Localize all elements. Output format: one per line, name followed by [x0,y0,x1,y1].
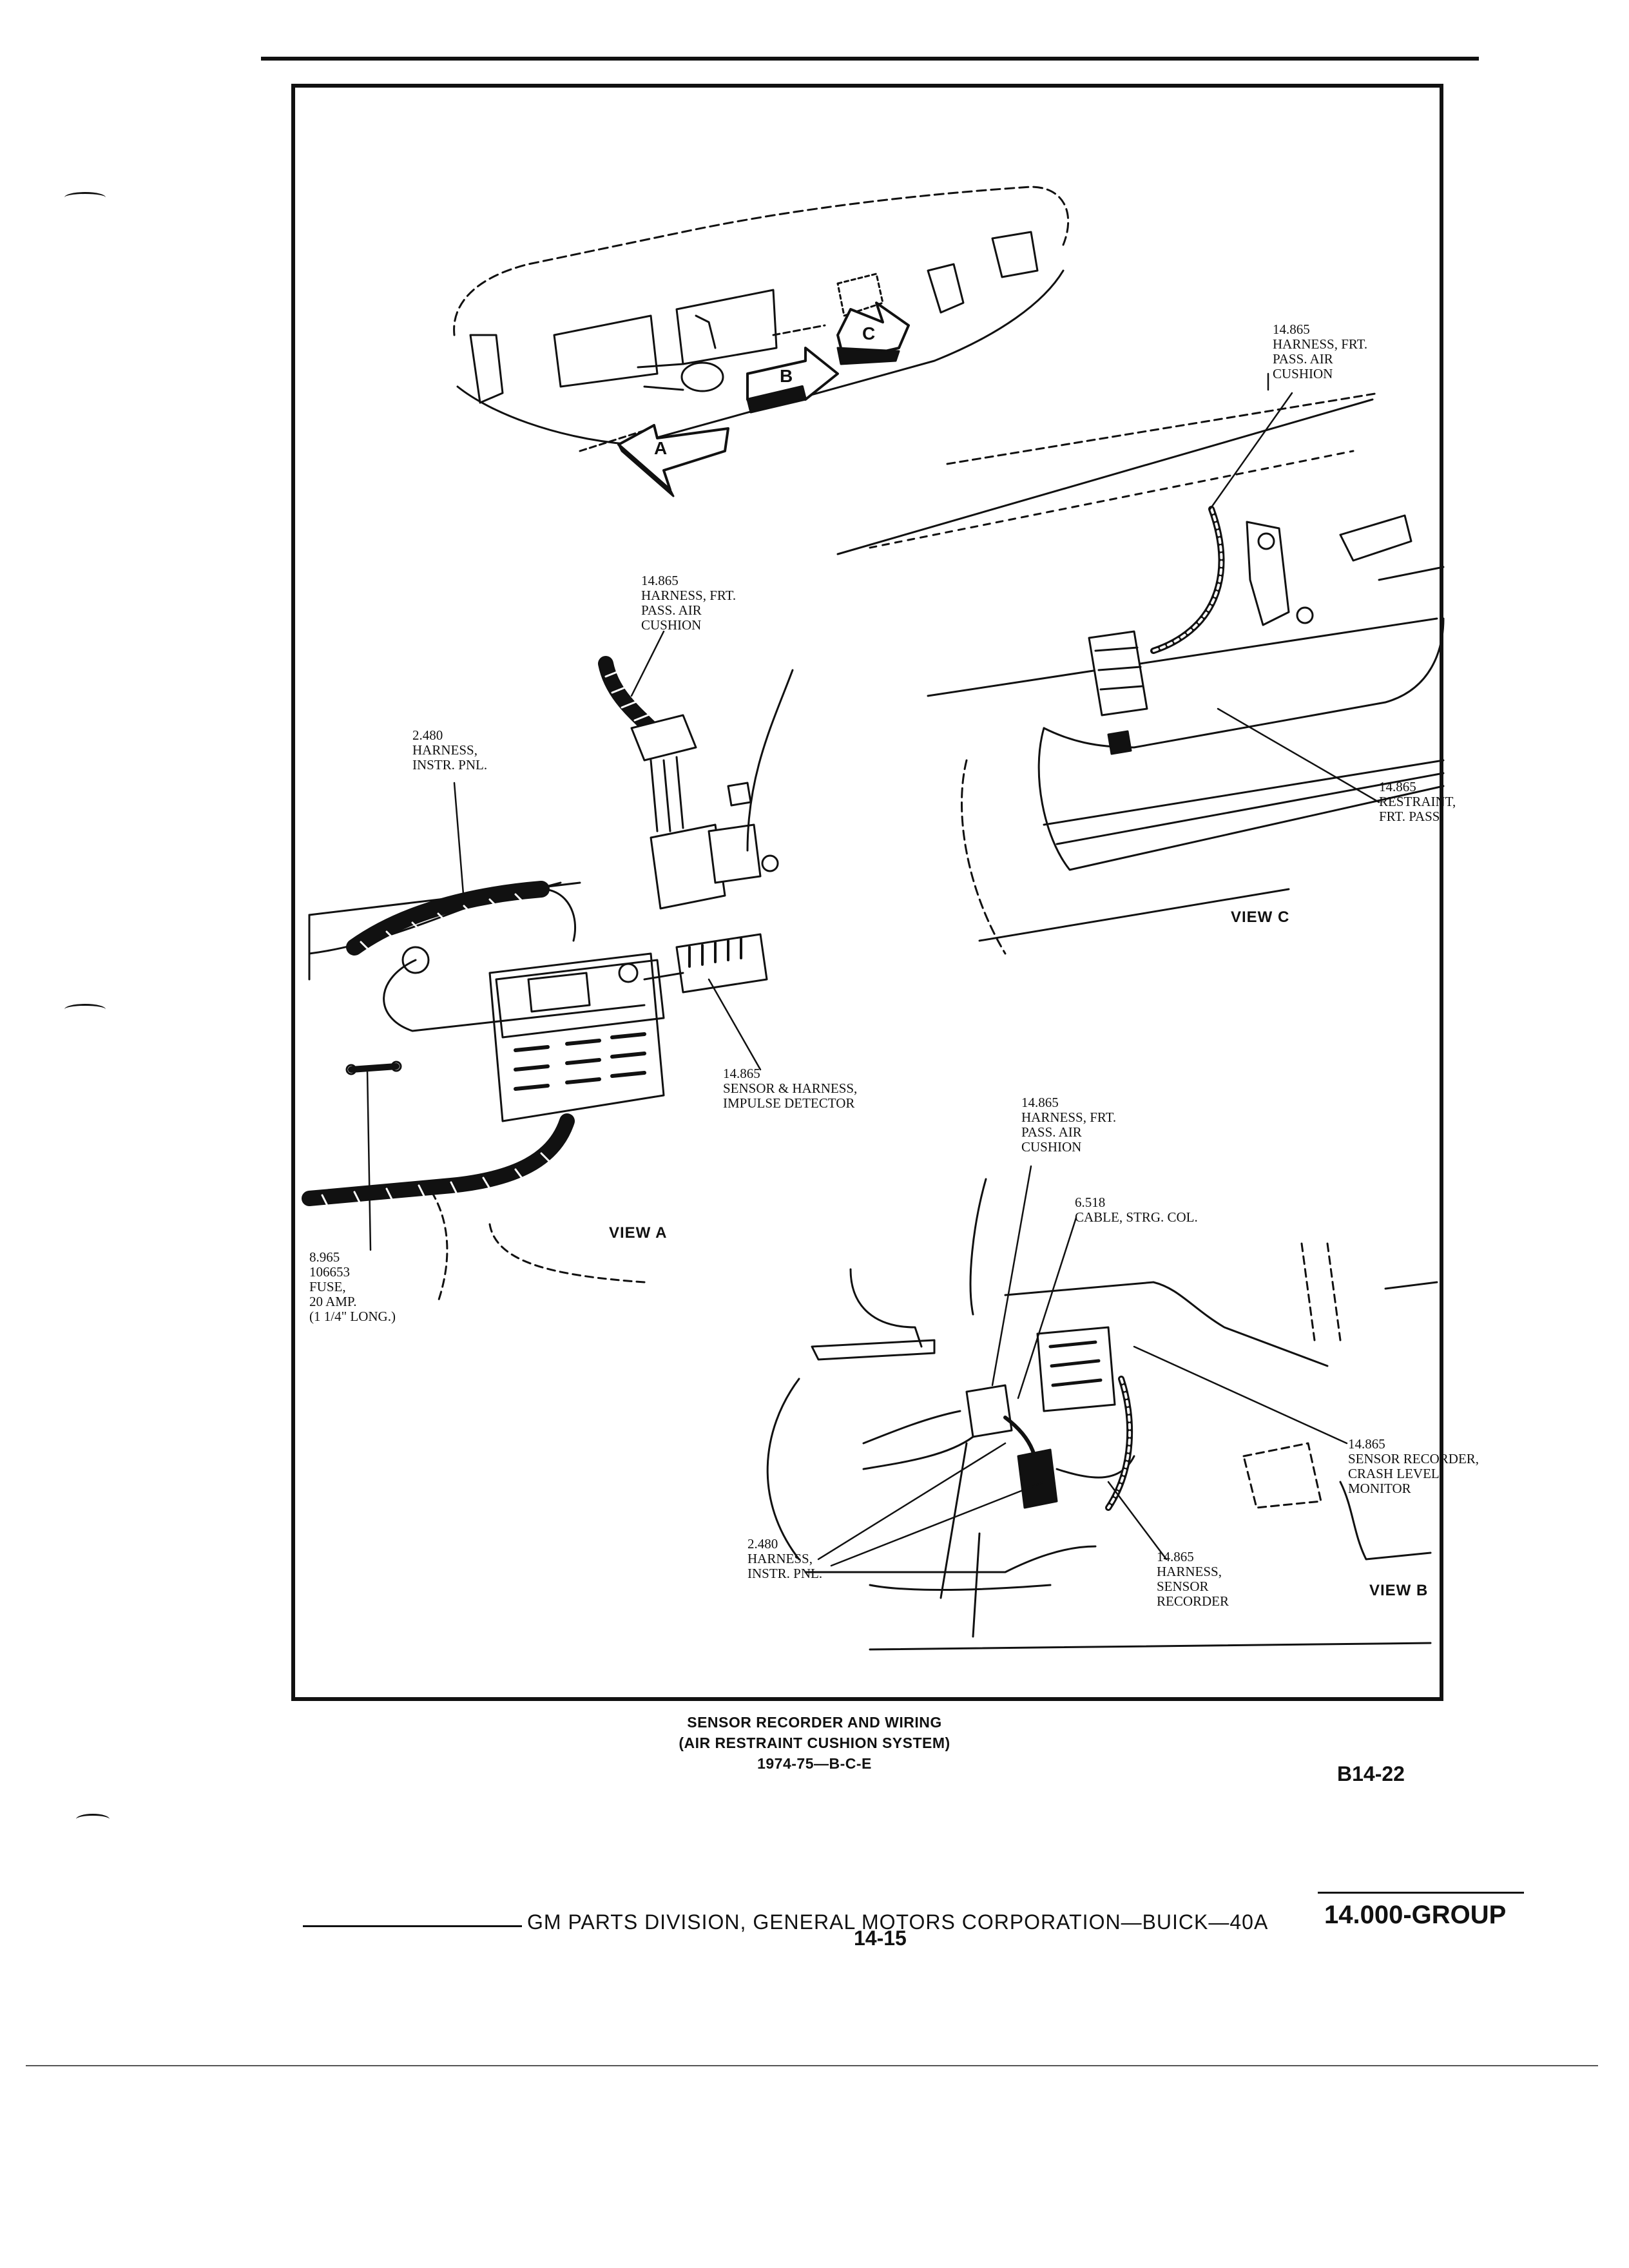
callout-c-restraint-frt-pass: 14.865 RESTRAINT, FRT. PASS. [1379,779,1456,824]
callout-b-harness-frt-pass-air-cushion: 14.865 HARNESS, FRT. PASS. AIR CUSHION [1021,1095,1117,1155]
page-number: 14-15 [854,1927,907,1950]
margin-mark [76,1814,110,1825]
callout-a-sensor-harness-impulse-detector: 14.865 SENSOR & HARNESS, IMPULSE DETECTO… [723,1066,858,1111]
footer-publisher: GM PARTS DIVISION, GENERAL MOTORS CORPOR… [527,1910,1269,1934]
figure-number: B14-22 [1337,1762,1405,1785]
figure-frame [291,84,1443,1701]
margin-mark [64,192,106,203]
view-b-label: VIEW B [1369,1582,1429,1599]
dash-arrow-a-label: A [654,438,668,458]
callout-b-harness-instr-pnl: 2.480 HARNESS, INSTR. PNL. [747,1536,823,1581]
callout-a-harness-instr-pnl: 2.480 HARNESS, INSTR. PNL. [412,727,488,773]
footer-rule-right [1318,1892,1524,1894]
callout-b-cable-strg-col: 6.518 CABLE, STRG. COL. [1075,1195,1198,1225]
margin-mark [64,1004,106,1015]
top-rule [261,57,1479,61]
footer-rule-left [303,1925,522,1927]
bottom-edge-line [26,2065,1598,2066]
figure-title-line2: (AIR RESTRAINT CUSHION SYSTEM) [679,1735,950,1751]
view-c-label: VIEW C [1231,908,1290,926]
view-c-drawing [836,392,1445,955]
callout-b-sensor-recorder-crash-level-monitor: 14.865 SENSOR RECORDER, CRASH LEVEL MONI… [1348,1436,1480,1496]
group-label: 14.000-GROUP [1324,1901,1507,1929]
figure-title-line1: SENSOR RECORDER AND WIRING [687,1714,942,1731]
figure-title-line3: 1974-75—B-C-E [757,1755,872,1772]
callout-c-harness-frt-pass-air-cushion: 14.865 HARNESS, FRT. PASS. AIR CUSHION [1273,322,1368,381]
view-a-drawing [302,656,794,1303]
view-a-label: VIEW A [609,1224,668,1242]
callout-a-fuse: 8.965 106653 FUSE, 20 AMP. (1 1/4" LONG.… [309,1249,396,1324]
dashboard-overview [453,186,1070,497]
dash-arrow-b-label: B [780,366,793,386]
view-b-drawing [766,1178,1438,1651]
callout-a-harness-frt-pass-air-cushion: 14.865 HARNESS, FRT. PASS. AIR CUSHION [641,573,737,633]
dash-arrow-c-label: C [862,323,876,343]
callout-b-harness-sensor-recorder: 14.865 HARNESS, SENSOR RECORDER [1157,1549,1229,1609]
leader-lines [366,372,1380,1567]
